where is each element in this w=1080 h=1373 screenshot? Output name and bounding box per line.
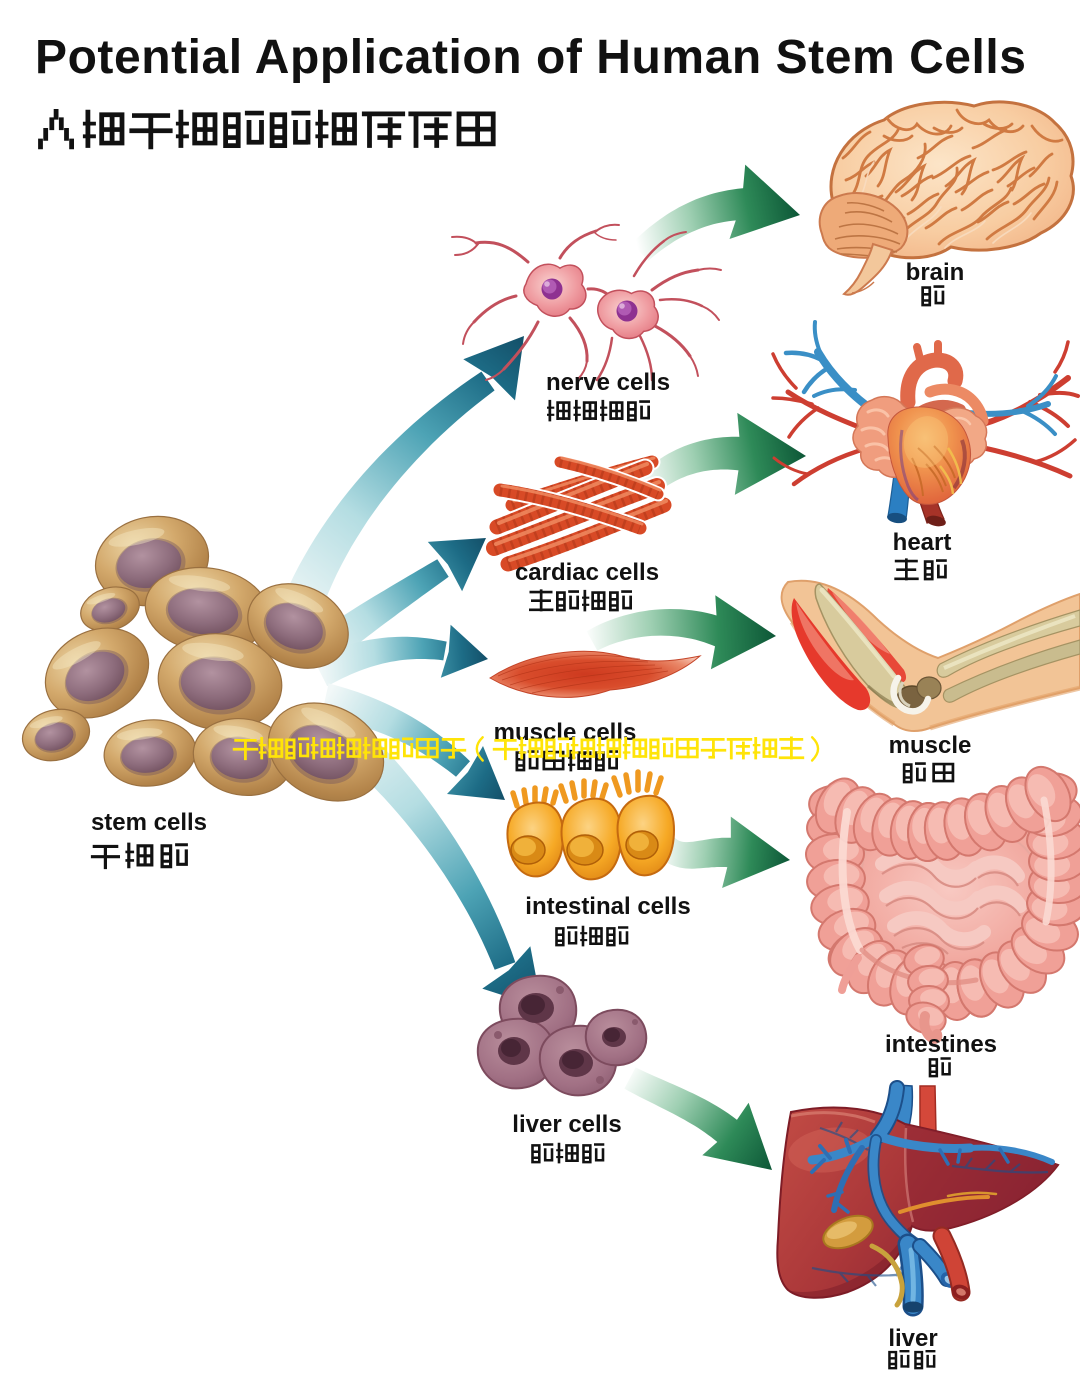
svg-text:heart: heart <box>893 529 952 556</box>
svg-text:stem cells: stem cells <box>91 809 207 836</box>
svg-text:Potential Application of Human: Potential Application of Human Stem Cell… <box>35 31 1027 84</box>
svg-text:liver cells: liver cells <box>512 1111 621 1138</box>
svg-text:cardiac cells: cardiac cells <box>515 559 659 586</box>
svg-text:brain: brain <box>906 259 965 286</box>
svg-text:intestines: intestines <box>885 1031 997 1058</box>
svg-text:liver: liver <box>888 1325 937 1352</box>
svg-text:nerve cells: nerve cells <box>546 369 670 396</box>
svg-text:intestinal cells: intestinal cells <box>525 893 690 920</box>
svg-text:muscle: muscle <box>889 732 972 759</box>
